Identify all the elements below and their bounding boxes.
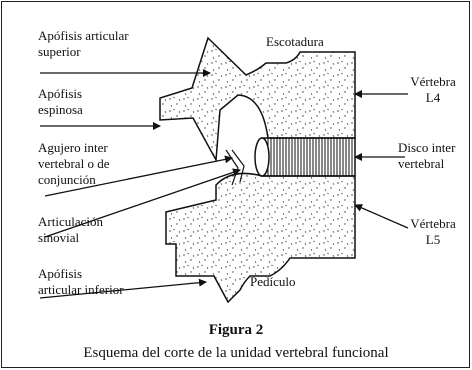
label-line: Apófisis articular bbox=[38, 28, 188, 44]
label-articulacion-sinovial: Articulación sinovial bbox=[38, 214, 148, 246]
label-line: Apófisis bbox=[38, 266, 178, 282]
label-line: L5 bbox=[400, 232, 466, 248]
label-agujero-intervertebral: Agujero inter vertebral o de conjunción bbox=[38, 140, 158, 188]
label-escotadura: Escotadura bbox=[266, 34, 324, 50]
label-line: vertebral bbox=[398, 156, 470, 172]
intervertebral-disc bbox=[255, 138, 355, 176]
figure-number: Figura 2 bbox=[0, 322, 472, 339]
label-apofisis-espinosa: Apófisis espinosa bbox=[38, 86, 148, 118]
label-line: Articulación bbox=[38, 214, 148, 230]
label-line: espinosa bbox=[38, 102, 148, 118]
label-line: vertebral o de bbox=[38, 156, 158, 172]
figure-caption: Esquema del corte de la unidad vertebral… bbox=[0, 345, 472, 362]
label-apofisis-articular-superior: Apófisis articular superior bbox=[38, 28, 188, 60]
label-line: Agujero inter bbox=[38, 140, 158, 156]
label-vertebra-l4: Vértebra L4 bbox=[400, 74, 466, 106]
label-line: L4 bbox=[400, 90, 466, 106]
label-disco-intervertebral: Disco inter vertebral bbox=[398, 140, 470, 172]
label-line: conjunción bbox=[38, 172, 158, 188]
label-line: superior bbox=[38, 44, 188, 60]
label-apofisis-articular-inferior: Apófisis articular inferior bbox=[38, 266, 178, 298]
label-line: Vértebra bbox=[400, 216, 466, 232]
label-line: articular inferior bbox=[38, 282, 178, 298]
label-vertebra-l5: Vértebra L5 bbox=[400, 216, 466, 248]
label-line: Apófisis bbox=[38, 86, 148, 102]
label-line: Vértebra bbox=[400, 74, 466, 90]
label-pediculo: Pedículo bbox=[250, 274, 296, 290]
label-line: Disco inter bbox=[398, 140, 470, 156]
label-line: sinovial bbox=[38, 230, 148, 246]
